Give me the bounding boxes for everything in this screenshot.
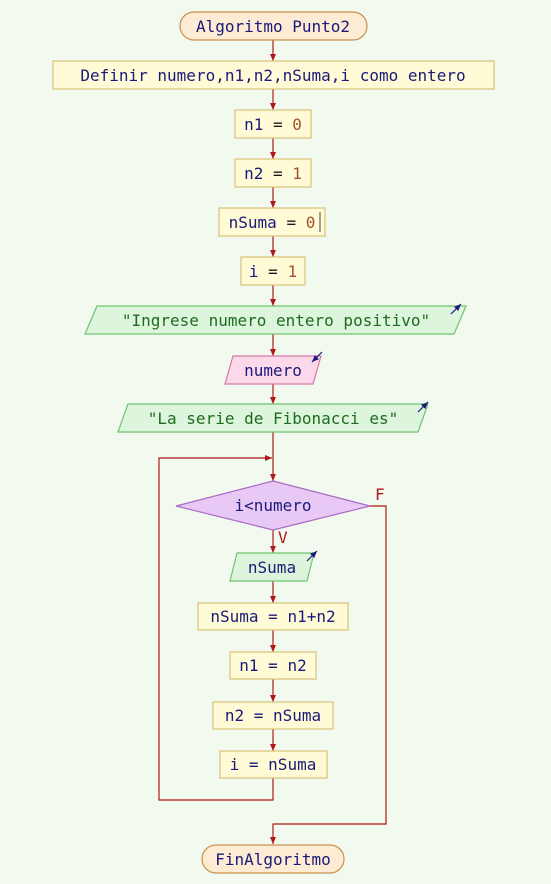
svg-text:i = 1: i = 1 [249,262,297,281]
input-arrow-icon [311,351,323,363]
false-branch-line [270,505,387,844]
define-keyword: Definir [80,66,148,85]
assign-n2-value: 1 [292,164,302,183]
assign-i-var: i [249,262,259,281]
calc-n2-text: n2 = nSuma [225,706,321,725]
assign-nsuma-process: nSuma = 0 [218,207,326,237]
assign-n2-op: = [273,164,283,183]
output-nsuma-io: nSuma [229,550,318,582]
assign-n1-var: n1 [244,115,263,134]
input-numero-text: numero [244,361,302,380]
start-terminal: Algoritmo Punto2 [179,11,368,41]
calc-nsuma-process: nSuma = n1+n2 [197,602,349,631]
output-series-text: "La serie de Fibonacci es" [148,409,398,428]
assign-nsuma-op: = [286,213,296,232]
end-terminal: FinAlgoritmo [201,844,345,874]
calc-i-process: i = nSuma [219,750,328,779]
assign-i-op: = [268,262,278,281]
svg-text:n2 = 1: n2 = 1 [244,164,302,183]
assign-n1-process: n1 = 0 [234,109,312,139]
false-label: F [375,485,385,504]
assign-nsuma-value: 0 [306,213,316,232]
define-type: entero [408,66,466,85]
calc-n1-text: n1 = n2 [239,656,306,675]
decision-text: i<numero [234,496,311,515]
start-label: Algoritmo Punto2 [196,17,350,36]
connectors [158,40,387,844]
output-arrow-icon [417,401,429,413]
output-series-io: "La serie de Fibonacci es" [117,401,429,433]
assign-nsuma-var: nSuma [229,213,277,232]
true-label: V [278,528,288,547]
svg-text:nSuma = 0: nSuma = 0 [229,213,316,232]
output-prompt-io: "Ingrese numero entero positivo" [84,303,467,335]
output-arrow-icon [450,303,462,315]
define-como: como [360,66,399,85]
assign-n1-value: 0 [292,115,302,134]
output-prompt-text: "Ingrese numero entero positivo" [122,311,430,330]
loop-back-line [158,455,274,801]
calc-n2-process: n2 = nSuma [212,701,334,730]
loop-decision: i<numero V F [175,480,385,547]
assign-n2-process: n2 = 1 [234,158,312,188]
calc-nsuma-text: nSuma = n1+n2 [210,607,335,626]
assign-n2-var: n2 [244,164,263,183]
define-vars: numero,n1,n2,nSuma,i [157,66,350,85]
assign-i-process: i = 1 [240,256,306,286]
input-numero-io: numero [224,351,323,385]
define-process: Definir numero,n1,n2,nSuma,i como entero [52,60,495,90]
output-arrow-icon [306,550,318,562]
calc-n1-process: n1 = n2 [229,651,317,680]
output-nsuma-text: nSuma [248,558,296,577]
svg-text:n1 = 0: n1 = 0 [244,115,302,134]
assign-n1-op: = [273,115,283,134]
end-label: FinAlgoritmo [215,850,331,869]
calc-i-text: i = nSuma [230,755,317,774]
svg-text:Definir numero,n1,n2,nSuma,i c: Definir numero,n1,n2,nSuma,i como entero [80,66,465,85]
assign-i-value: 1 [287,262,297,281]
